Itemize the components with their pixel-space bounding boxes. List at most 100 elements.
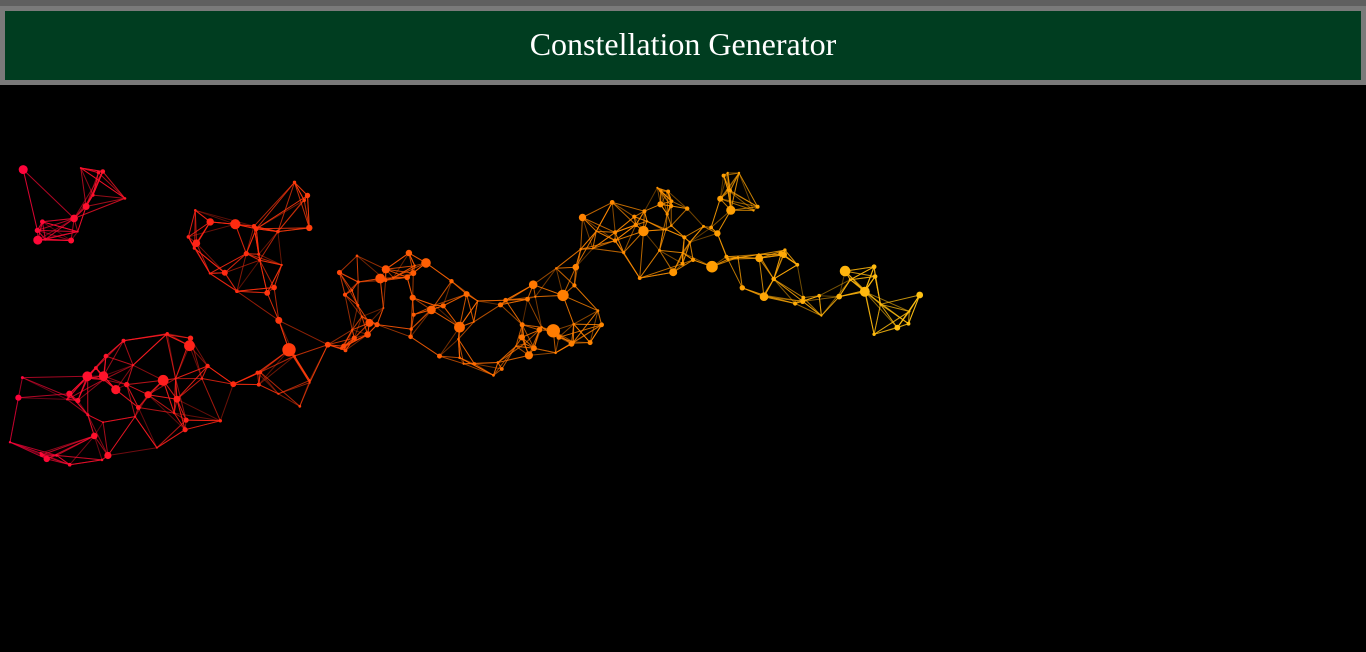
constellation-star bbox=[264, 290, 271, 296]
constellation-star bbox=[184, 340, 195, 352]
constellation-edge bbox=[259, 371, 301, 407]
constellation-edge bbox=[236, 290, 268, 294]
constellation-star bbox=[144, 391, 152, 399]
constellation-edge bbox=[188, 221, 211, 238]
constellation-edge bbox=[42, 221, 78, 233]
constellation-edge bbox=[17, 377, 23, 398]
constellation-star bbox=[208, 272, 212, 275]
constellation-edge bbox=[351, 281, 359, 291]
constellation-edge bbox=[56, 435, 95, 456]
constellation-star bbox=[572, 283, 577, 288]
constellation-star bbox=[121, 338, 126, 343]
constellation-edge bbox=[500, 304, 523, 326]
constellation-star bbox=[98, 371, 109, 381]
constellation-star bbox=[18, 165, 28, 175]
constellation-edge bbox=[176, 398, 187, 421]
constellation-edge bbox=[574, 285, 599, 312]
constellation-edge bbox=[442, 293, 467, 307]
constellation-edge bbox=[614, 240, 625, 253]
constellation-edge bbox=[259, 259, 282, 266]
constellation-edge bbox=[592, 248, 624, 254]
constellation-edge bbox=[406, 277, 414, 298]
constellation-edge bbox=[571, 324, 602, 345]
constellation-star bbox=[499, 367, 504, 371]
constellation-star bbox=[657, 201, 664, 208]
constellation-edge bbox=[412, 297, 435, 306]
constellation-edge bbox=[258, 231, 279, 255]
constellation-star bbox=[410, 270, 417, 277]
constellation-star bbox=[757, 253, 760, 256]
constellation-edge bbox=[802, 301, 822, 317]
constellation-star bbox=[554, 351, 557, 355]
constellation-edge bbox=[580, 230, 597, 250]
constellation-star bbox=[293, 354, 296, 358]
constellation-edge bbox=[236, 287, 275, 292]
constellation-edge bbox=[773, 253, 782, 280]
constellation-edge bbox=[174, 412, 221, 422]
constellation-star bbox=[871, 264, 877, 270]
constellation-star bbox=[8, 441, 12, 444]
constellation-star bbox=[595, 230, 598, 233]
constellation-edge bbox=[126, 384, 136, 417]
constellation-star bbox=[308, 379, 311, 382]
constellation-edge bbox=[175, 345, 190, 379]
constellation-edge bbox=[682, 237, 685, 253]
constellation-edge bbox=[850, 266, 875, 281]
constellation-star bbox=[40, 219, 45, 225]
constellation-star bbox=[383, 278, 388, 282]
constellation-canvas[interactable] bbox=[0, 85, 1366, 652]
constellation-edge bbox=[723, 175, 729, 191]
constellation-edge bbox=[92, 194, 126, 199]
constellation-edge bbox=[614, 224, 637, 241]
constellation-star bbox=[427, 305, 436, 315]
constellation-star bbox=[637, 276, 642, 280]
constellation-star bbox=[724, 254, 729, 259]
constellation-edge bbox=[874, 276, 881, 305]
constellation-star bbox=[360, 315, 364, 318]
constellation-edge bbox=[45, 231, 78, 240]
constellation-star bbox=[96, 170, 101, 175]
constellation-star bbox=[187, 335, 194, 341]
constellation-edge bbox=[385, 252, 410, 270]
constellation-edge bbox=[671, 205, 688, 210]
constellation-star bbox=[174, 377, 177, 380]
constellation-edge bbox=[528, 352, 556, 356]
constellation-star bbox=[102, 421, 105, 424]
constellation-edge bbox=[37, 229, 72, 241]
constellation-star bbox=[685, 206, 690, 211]
constellation-edge bbox=[794, 295, 820, 304]
constellation-edge bbox=[908, 294, 921, 324]
constellation-edge bbox=[102, 171, 126, 199]
constellation-star bbox=[218, 419, 222, 423]
constellation-edge bbox=[434, 305, 460, 328]
constellation-star bbox=[324, 341, 331, 348]
constellation-edge bbox=[379, 278, 384, 309]
constellation-edge bbox=[534, 268, 557, 297]
constellation-star bbox=[662, 228, 665, 231]
constellation-star bbox=[817, 293, 822, 298]
constellation-edge bbox=[294, 344, 328, 357]
constellation-edge bbox=[77, 206, 87, 232]
constellation-star bbox=[726, 188, 730, 192]
constellation-edge bbox=[351, 316, 363, 331]
constellation-edge bbox=[410, 297, 414, 330]
constellation-edge bbox=[575, 248, 594, 268]
constellation-edge bbox=[175, 378, 187, 421]
constellation-edge bbox=[259, 260, 268, 294]
constellation-star bbox=[255, 370, 260, 375]
constellation-edge bbox=[727, 189, 758, 208]
constellation-edge bbox=[458, 321, 475, 340]
constellation-star bbox=[587, 340, 593, 346]
constellation-star bbox=[472, 320, 475, 323]
constellation-edge bbox=[555, 248, 582, 269]
constellation-edge bbox=[123, 334, 167, 342]
constellation-star bbox=[182, 427, 188, 433]
constellation-edge bbox=[689, 226, 704, 243]
constellation-edge bbox=[412, 273, 414, 298]
constellation-edge bbox=[207, 365, 234, 385]
constellation-star bbox=[123, 197, 127, 200]
constellation-star bbox=[599, 322, 604, 328]
constellation-edge bbox=[299, 382, 311, 407]
constellation-edge bbox=[258, 384, 279, 395]
constellation-edge bbox=[582, 217, 616, 233]
